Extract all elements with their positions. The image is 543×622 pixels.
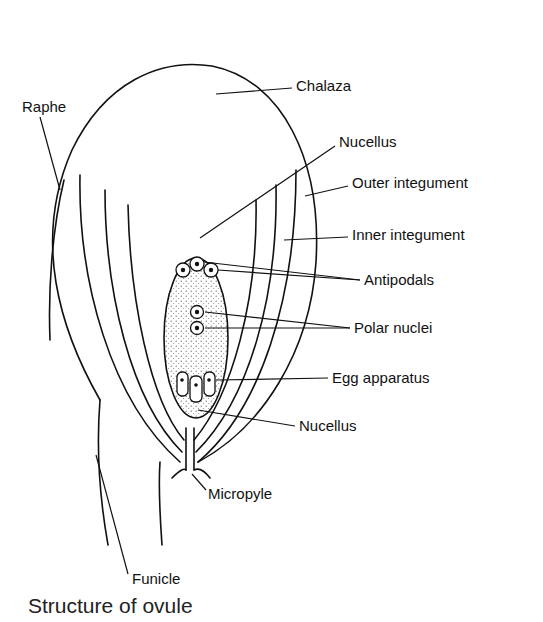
antipodal-cell	[176, 263, 190, 277]
funicle-outline	[98, 400, 108, 545]
part-label: Egg apparatus	[332, 369, 430, 387]
funicle-outline	[159, 462, 162, 545]
polar-nucleus	[191, 322, 204, 335]
antipodal-cell	[204, 263, 218, 277]
synergid-cell	[204, 372, 215, 396]
part-label: Micropyle	[208, 485, 272, 503]
part-label: Antipodals	[364, 271, 434, 289]
figure-caption: Structure of ovule	[28, 594, 193, 618]
antipodal-cell	[190, 257, 204, 271]
synergid-cell	[177, 372, 188, 396]
part-label: Outer integument	[352, 174, 468, 192]
micropyle-lip	[172, 469, 210, 478]
part-label: Nucellus	[299, 417, 357, 435]
part-label: Raphe	[22, 98, 66, 116]
part-label: Nucellus	[339, 133, 397, 151]
part-label: Polar nuclei	[354, 319, 432, 337]
embryo-sac	[164, 258, 228, 418]
raphe-line	[50, 180, 64, 340]
leader-lines	[40, 88, 360, 574]
part-label: Funicle	[132, 570, 180, 588]
polar-nucleus	[191, 306, 204, 319]
ovule-outline	[53, 65, 317, 462]
part-label: Chalaza	[296, 77, 351, 95]
part-label: Inner integument	[352, 226, 465, 244]
micropyle-canal	[186, 428, 194, 470]
egg-cell	[190, 376, 202, 402]
